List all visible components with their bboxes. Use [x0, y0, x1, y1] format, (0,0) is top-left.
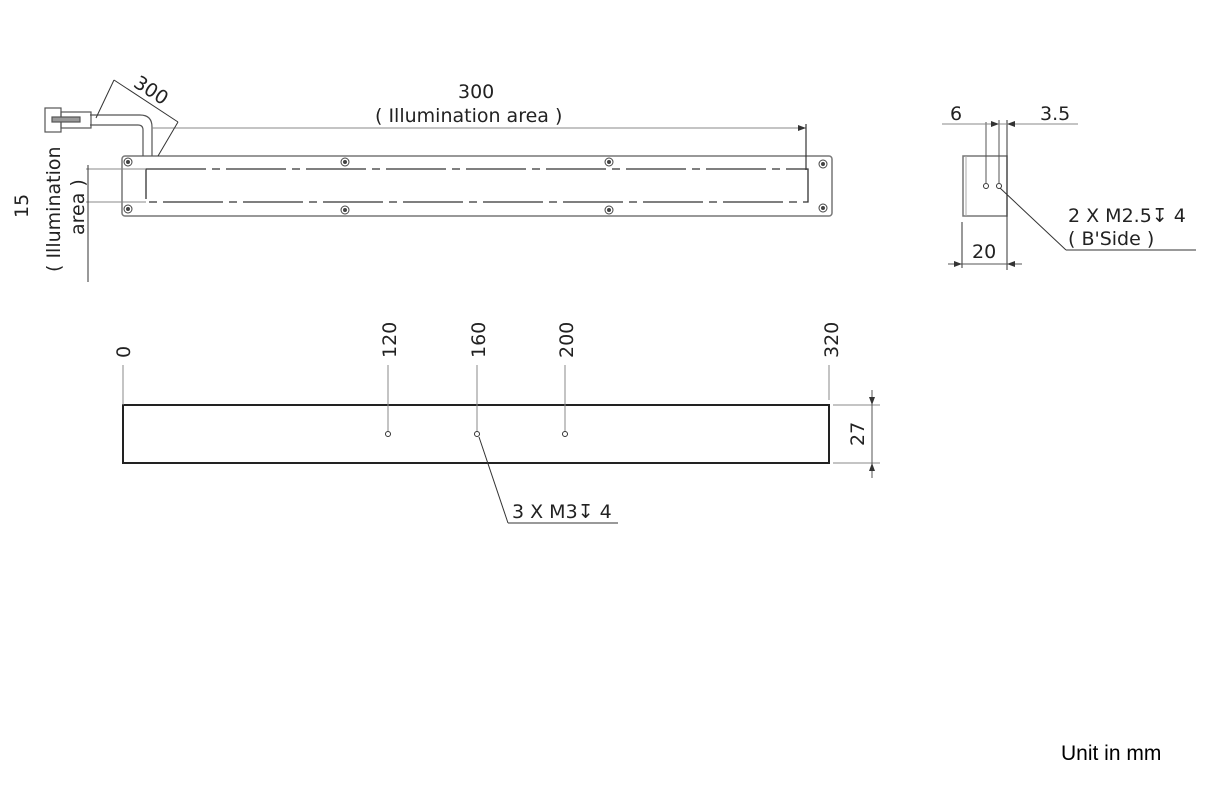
bottom-view-labels: 0 120 160 200 320 27 3 X M3↧ 4	[113, 322, 869, 523]
screw-icons	[123, 157, 828, 215]
position-label-120: 120	[379, 322, 401, 358]
side-view-labels: 6 3.5 20 2 X M2.5↧ 4 ( B'Side )	[950, 103, 1186, 263]
height-label: 27	[847, 422, 869, 446]
position-label-320: 320	[821, 322, 843, 358]
dim-left-label: 6	[950, 103, 962, 125]
cable-icon	[44, 107, 153, 156]
position-label-160: 160	[468, 322, 490, 358]
illumination-width-caption-2: area )	[67, 179, 89, 235]
illumination-length-label: 300	[458, 81, 494, 103]
bottom-body	[122, 404, 830, 464]
side-hole-callout-line2: ( B'Side )	[1068, 228, 1154, 250]
illumination-width-label: 15	[11, 194, 33, 218]
illumination-length-caption: ( Illumination area )	[375, 105, 562, 127]
dim-width-label: 20	[972, 241, 996, 263]
position-label-0: 0	[113, 346, 135, 358]
illumination-area-outline	[145, 168, 809, 203]
unit-label: Unit in mm	[1061, 742, 1162, 765]
plate-outline	[121, 155, 833, 217]
top-view	[44, 79, 833, 282]
top-view-labels: 300 300 ( Illumination area ) 15 ( Illum…	[11, 72, 562, 272]
position-label-200: 200	[556, 322, 578, 358]
bottom-hole-callout: 3 X M3↧ 4	[512, 501, 612, 523]
side-view	[942, 120, 1196, 270]
illumination-width-caption-1: ( Illumination	[43, 146, 65, 272]
bottom-view	[122, 365, 880, 524]
dim-right-label: 3.5	[1040, 103, 1070, 125]
side-body	[962, 155, 1008, 217]
side-hole-callout: 2 X M2.5↧ 4	[1068, 205, 1186, 227]
